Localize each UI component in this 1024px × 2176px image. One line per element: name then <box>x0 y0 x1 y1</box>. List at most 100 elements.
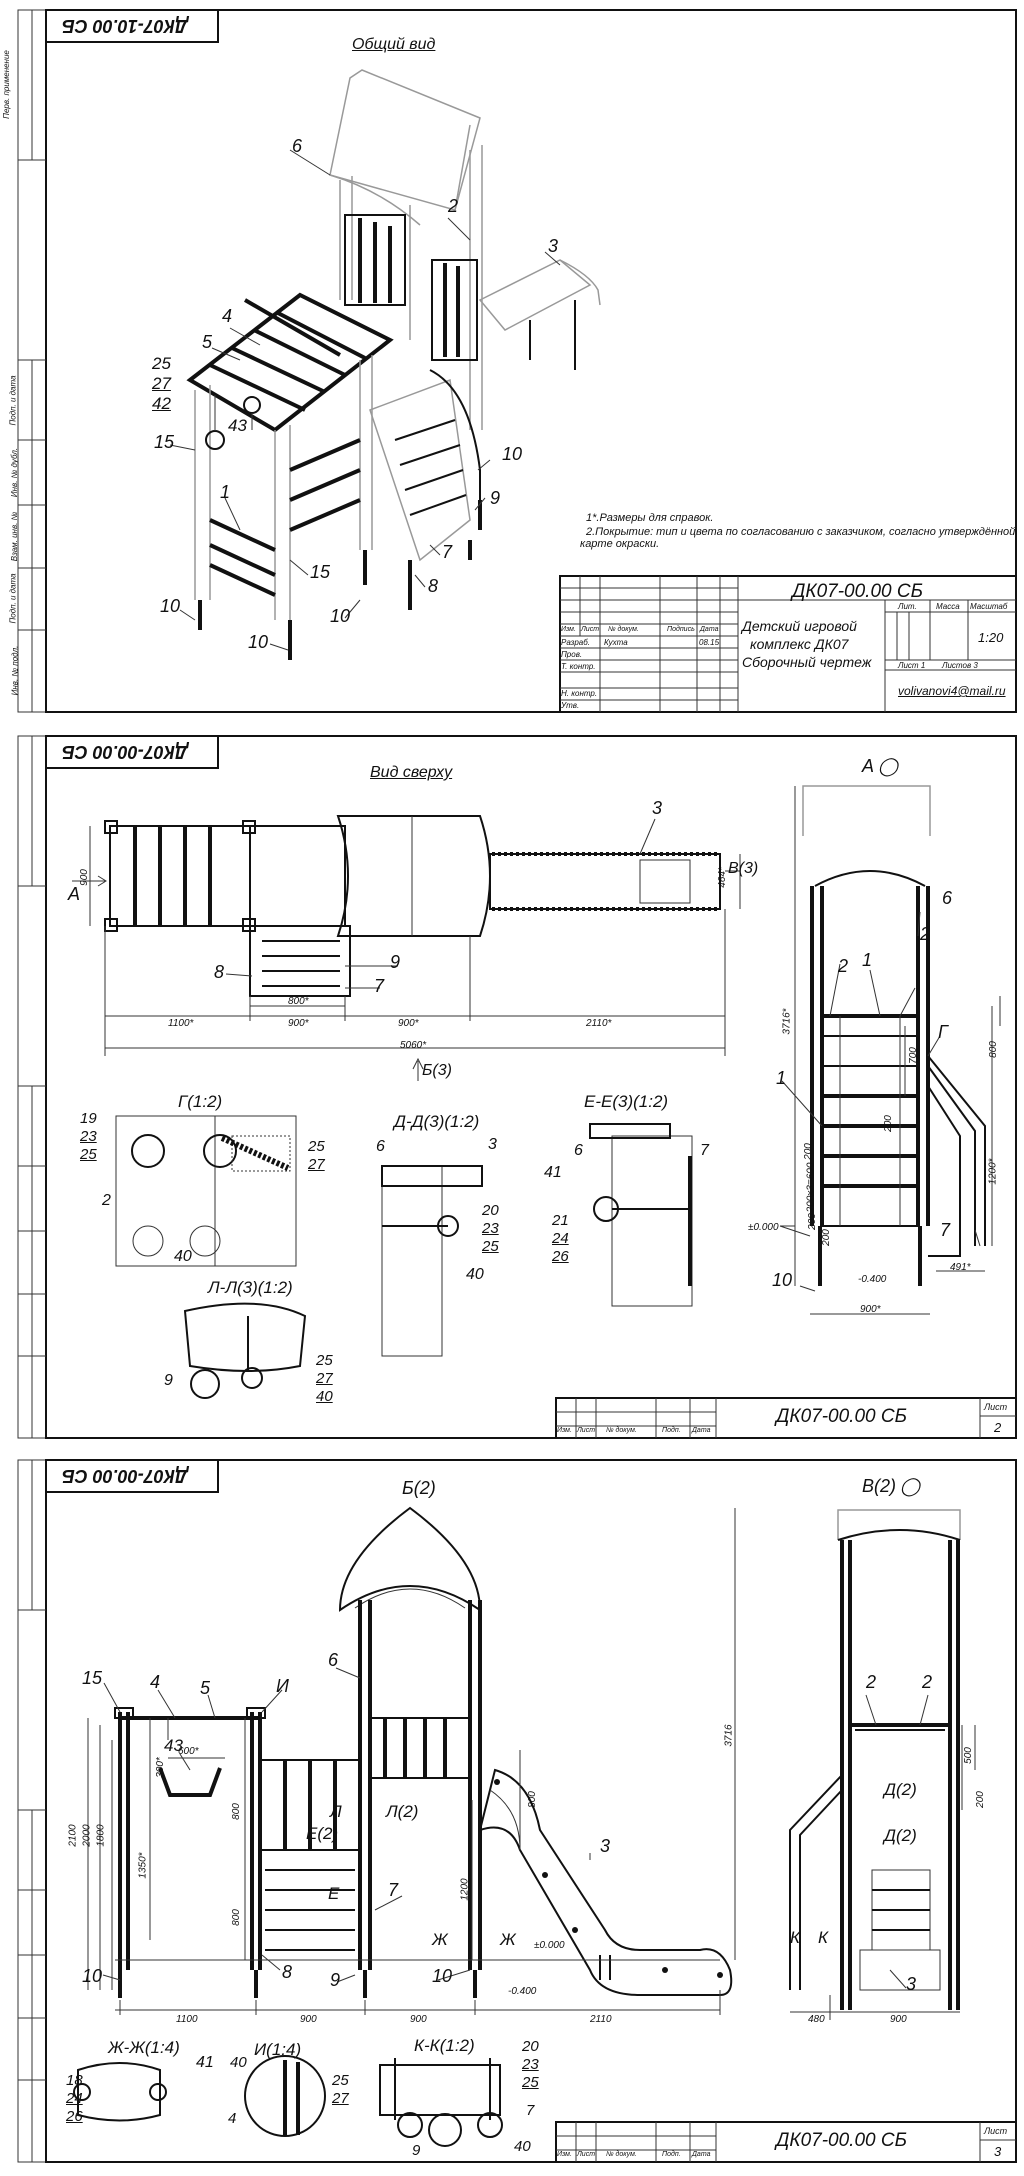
side-dim-200b: 200 <box>802 1143 814 1160</box>
sheet-3: ДК07-00.00 СБ Б(2) В(2) ◯ 15 4 5 И 6 43 … <box>0 1450 1024 2172</box>
sec-k-25: 25 <box>522 2074 539 2091</box>
front-callout-e: Е <box>328 1884 340 1903</box>
view-v-circle-icon: ◯ <box>900 1476 921 1496</box>
side-dim-200d: 200 <box>820 1229 832 1246</box>
tb1-sheets: Листов 3 <box>942 661 978 670</box>
tb1-sheet: Лист 1 <box>898 661 926 670</box>
callout-9: 9 <box>490 488 501 508</box>
side3-dim-200: 200 <box>974 1791 986 1808</box>
side-callout-6: 6 <box>942 888 953 908</box>
tb1-prov: Пров. <box>561 650 583 659</box>
tb1-name2: комплекс ДК07 <box>750 636 849 652</box>
tb1-razrab-name: Кухта <box>604 638 628 647</box>
front-dim-1800: 1800 <box>95 1824 107 1847</box>
front-dim-800a: 800 <box>230 1803 242 1820</box>
side-dim-900: 900* <box>860 1304 881 1315</box>
tb1-code: ДК07-00.00 СБ <box>792 581 923 602</box>
front-callout-7: 7 <box>388 1880 399 1900</box>
top-callout-8: 8 <box>214 962 225 982</box>
section-i-title: И(1:4) <box>254 2040 302 2059</box>
view-v-title: В(2) <box>862 1476 897 1496</box>
tb1-izm: Изм. <box>561 626 576 633</box>
tb2-date: Дата <box>692 1427 711 1434</box>
side-dim-491: 491* <box>950 1262 971 1273</box>
sec-k-7: 7 <box>526 2102 535 2119</box>
tb1-masshtab: Масштаб <box>970 602 1008 611</box>
side3-dim-900: 900 <box>890 2014 907 2025</box>
sec-g-2: 2 <box>102 1192 111 1209</box>
side3-callout-2b: 2 <box>922 1672 933 1692</box>
tb1-name1: Детский игровой <box>742 618 857 634</box>
tb1-massa: Масса <box>936 602 960 611</box>
view-a-title: А <box>862 756 875 776</box>
callout-10b: 10 <box>160 596 181 616</box>
sec-l-27: 27 <box>316 1370 333 1387</box>
arrow-b-label: Б(3) <box>422 1062 452 1079</box>
sec-g-23: 23 <box>80 1128 97 1145</box>
sheet-1-drawing <box>17 9 1017 713</box>
front-callout-l: Л <box>330 1802 342 1821</box>
section-l-title: Л-Л(3)(1:2) <box>208 1278 293 1297</box>
tb1-lit: Лит. <box>898 602 917 611</box>
sec-d-20: 20 <box>482 1202 499 1219</box>
side-label-podl: Инв. № подл. <box>10 645 20 696</box>
sec-k-20: 20 <box>522 2038 539 2055</box>
sheet-3-drawing <box>17 1459 1017 2163</box>
tb3-list-num: 3 <box>994 2144 1002 2159</box>
side-callout-1b: 1 <box>776 1068 787 1088</box>
side3-callout-2a: 2 <box>866 1672 877 1692</box>
side3-callout-k1: К <box>790 1928 801 1947</box>
callout-43: 43 <box>228 416 247 435</box>
view-b-title: Б(2) <box>402 1478 436 1498</box>
arrow-v-label: В(3) <box>728 860 759 877</box>
callout-10c: 10 <box>330 606 351 626</box>
tb3-date: Дата <box>692 2151 711 2158</box>
side3-callout-d2: Д(2) <box>884 1826 917 1845</box>
tb2-izm: Изм. <box>557 1427 572 1434</box>
note-1: 1*.Размеры для справок. <box>586 512 714 524</box>
tb3-list-label: Лист <box>984 2126 1008 2136</box>
front-callout-8: 8 <box>282 1962 293 1982</box>
side-label-podp1: Подп. и дата <box>8 375 18 426</box>
dim-900a: 900* <box>288 1018 309 1029</box>
front-dim-2100: 2100 <box>67 1824 79 1847</box>
front-level-minus: -0.400 <box>508 1986 537 1997</box>
front-dim-800c: 800 <box>526 1791 538 1808</box>
sec-g-40: 40 <box>174 1248 192 1265</box>
front-dim-3716: 3716 <box>723 1724 735 1747</box>
front-callout-10a: 10 <box>82 1966 103 1986</box>
side-dim-200a: 200 <box>882 1115 894 1132</box>
tb3-list: Лист <box>577 2151 596 2158</box>
sec-e-41: 41 <box>544 1164 562 1181</box>
tb1-list: Лист <box>581 626 600 633</box>
side-label-podp2: Подп. и дата <box>8 573 18 624</box>
view-a-circle-icon: ◯ <box>878 756 899 776</box>
side-dim-800: 800 <box>987 1041 999 1058</box>
tb3-izm: Изм. <box>557 2151 572 2158</box>
sec-i-27: 27 <box>332 2090 349 2107</box>
callout-25: 25 <box>152 354 171 373</box>
sec-d-25: 25 <box>482 1238 499 1255</box>
tb1-razrab: Разраб. <box>561 638 590 647</box>
side3-callout-3: 3 <box>906 1974 917 1994</box>
tb2-list: Лист <box>577 1427 596 1434</box>
tb2-docnum: № докум. <box>606 1427 637 1434</box>
sec-d-6: 6 <box>376 1138 385 1155</box>
sec-k-23: 23 <box>522 2056 539 2073</box>
tb3-code: ДК07-00.00 СБ <box>776 2130 907 2151</box>
sec-l-9: 9 <box>164 1372 173 1389</box>
side-level-minus: -0.400 <box>858 1274 887 1285</box>
side-callout-1a: 1 <box>862 950 873 970</box>
tb3-docnum: № докум. <box>606 2151 637 2158</box>
front-callout-5: 5 <box>200 1678 211 1698</box>
side3-dim-500: 500 <box>962 1747 974 1764</box>
front-dim-1200: 1200 <box>459 1878 471 1901</box>
side-label-perv: Перв. применение <box>1 50 11 119</box>
callout-8: 8 <box>428 576 439 596</box>
sec-zh-24: 24 <box>66 2090 83 2107</box>
sec-g-19: 19 <box>80 1110 97 1127</box>
front-dim-2000: 2000 <box>81 1824 93 1847</box>
dim-464: 464* <box>716 867 728 888</box>
tb1-name3: Сборочный чертеж <box>742 654 872 670</box>
sec-i-40: 40 <box>230 2054 247 2071</box>
